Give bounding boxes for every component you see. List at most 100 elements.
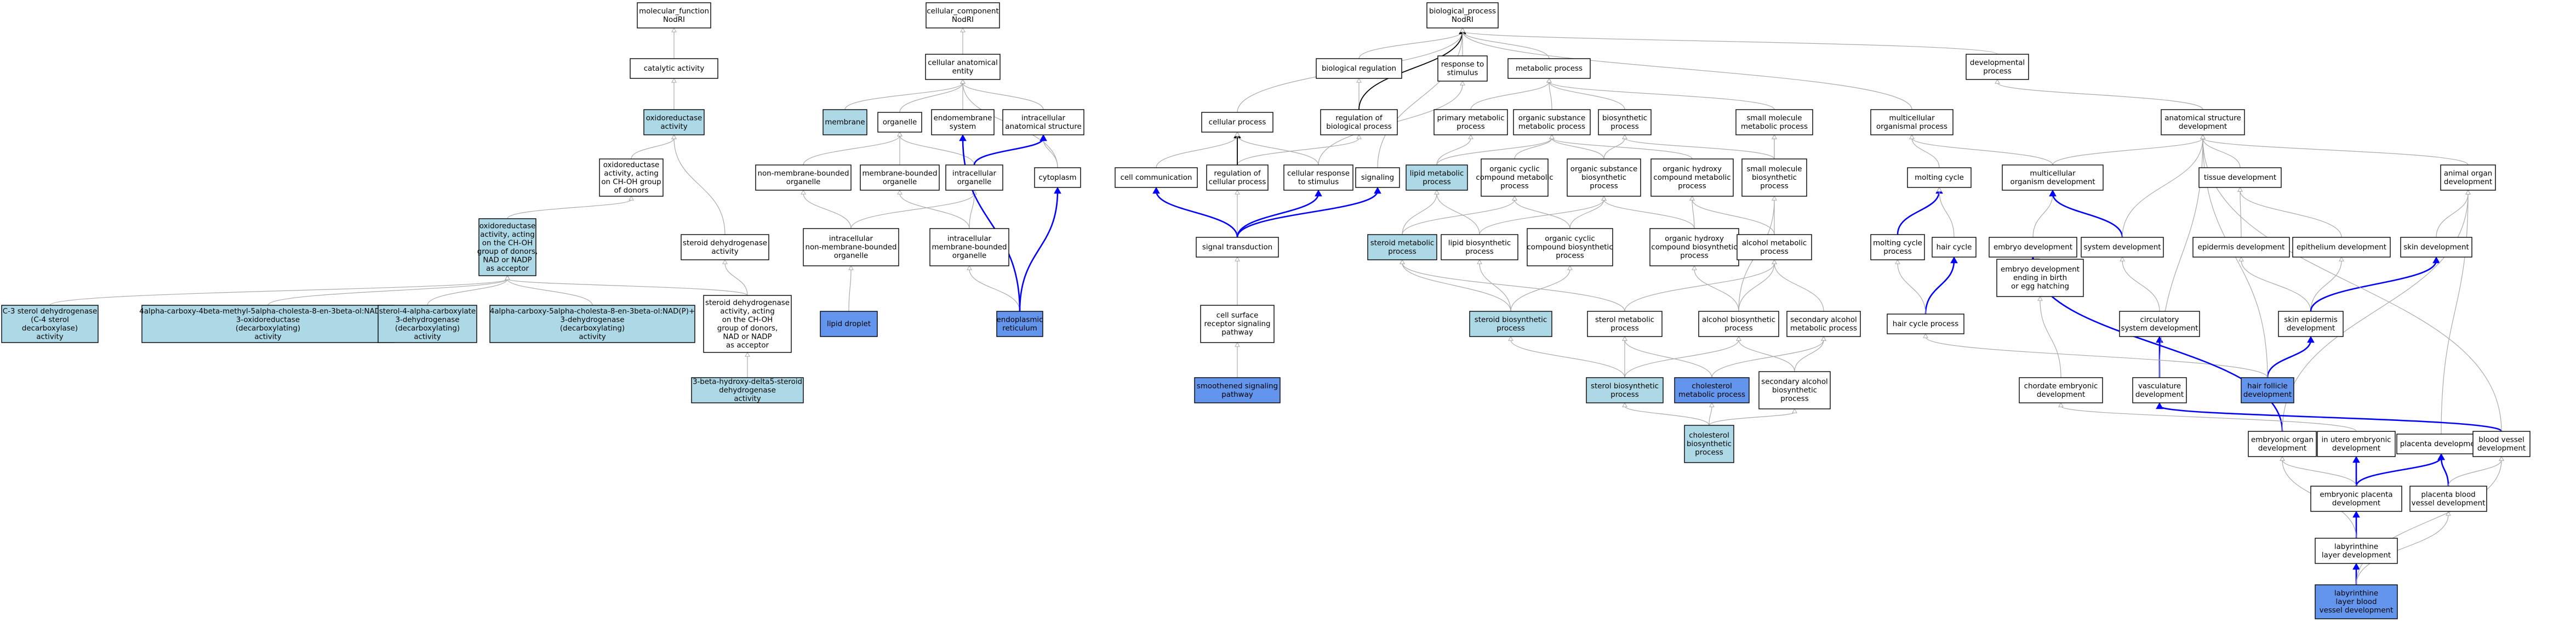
- go-term-node-lipid_droplet[interactable]: lipid droplet: [820, 311, 878, 337]
- node-label: development: [2332, 445, 2380, 453]
- go-term-node-epidermis_dev[interactable]: epidermis development: [2192, 237, 2290, 258]
- go-term-node-cytoplasm[interactable]: cytoplasm: [1034, 167, 1081, 188]
- go-term-node-skin_dev[interactable]: skin development: [2400, 237, 2472, 258]
- go-term-node-inmbo[interactable]: intracellularnon-membrane-boundedorganel…: [803, 228, 899, 266]
- go-term-node-molting[interactable]: molting cycle: [1907, 167, 1972, 188]
- arrowhead: [2499, 455, 2504, 461]
- go-term-node-metabolic[interactable]: metabolic process: [1507, 58, 1591, 79]
- go-term-node-epithelium_dev[interactable]: epithelium development: [2292, 237, 2391, 258]
- go-term-node-tissue_dev[interactable]: tissue development: [2198, 167, 2282, 188]
- node-box: [1684, 425, 1734, 463]
- edge-tissue_dev-to-asd: [2202, 138, 2241, 168]
- go-term-node-organelle[interactable]: organelle: [877, 112, 922, 133]
- go-term-node-hsd3b[interactable]: 3-beta-hydroxy-delta5-steroiddehydrogena…: [691, 377, 804, 403]
- go-term-node-4alpha_methyl[interactable]: 4alpha-carboxy-4beta-methyl-5alpha-chole…: [139, 305, 397, 343]
- go-term-node-sig_trans[interactable]: signal transduction: [1196, 237, 1279, 258]
- node-label: pathway: [1221, 391, 1253, 399]
- node-box: [1870, 109, 1954, 135]
- go-term-node-catalytic[interactable]: catalytic activity: [630, 58, 718, 79]
- go-term-node-c3sterol[interactable]: C-3 sterol dehydrogenase(C-4 steroldecar…: [1, 305, 99, 343]
- node-label: vessel development: [2412, 499, 2486, 508]
- go-term-node-hair_cycle[interactable]: hair cycle: [1932, 237, 1977, 258]
- go-term-node-4alpha_carboxy[interactable]: 4alpha-carboxy-5alpha-cholesta-8-en-3bet…: [489, 305, 695, 343]
- go-term-node-cell_comm[interactable]: cell communication: [1115, 167, 1198, 188]
- go-term-node-signaling[interactable]: signaling: [1355, 167, 1400, 188]
- go-term-node-hair_cp[interactable]: hair cycle process: [1887, 314, 1964, 334]
- go-term-node-system_dev[interactable]: system development: [2081, 237, 2164, 258]
- edge-oxred_nad-to-oxred_chom: [507, 199, 632, 219]
- edge-sterol4alpha-to-oxred_nad: [427, 278, 508, 306]
- go-term-node-bio_reg[interactable]: biological regulation: [1316, 58, 1402, 79]
- go-term-node-sterol4alpha[interactable]: sterol-4-alpha-carboxylate3-dehydrogenas…: [378, 305, 477, 343]
- go-term-node-embryo_dev[interactable]: embryo development: [1989, 237, 2077, 258]
- go-term-node-placenta_dev[interactable]: placenta development: [2396, 434, 2486, 454]
- go-term-node-membrane[interactable]: membrane: [823, 109, 867, 135]
- node-label: NodRI: [952, 16, 974, 24]
- go-term-node-cellular_process[interactable]: cellular process: [1201, 112, 1273, 133]
